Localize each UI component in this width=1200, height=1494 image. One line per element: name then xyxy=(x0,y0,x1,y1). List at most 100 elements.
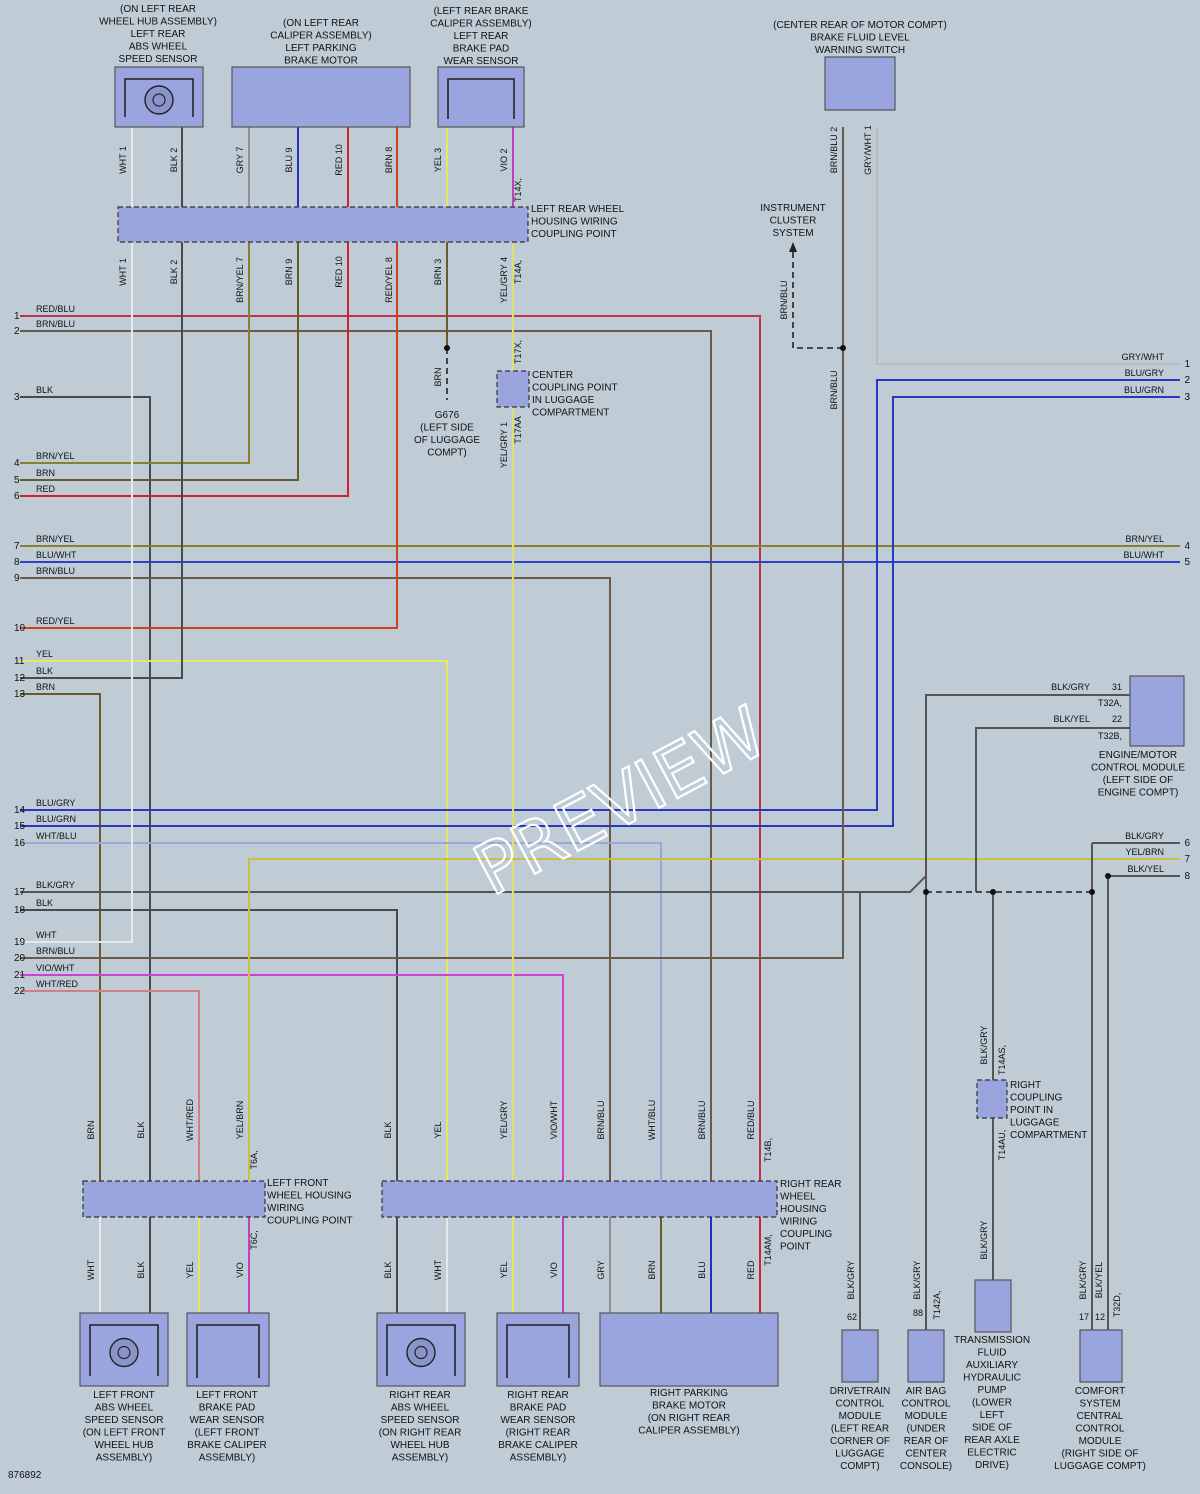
wire-label: GRY xyxy=(596,1260,606,1279)
left-pin-number: 20 xyxy=(14,953,26,964)
wire-label: BLK/YEL xyxy=(1094,1262,1104,1299)
left-pin-label: RED/YEL xyxy=(36,616,75,626)
wire-label: T14B, xyxy=(763,1138,773,1162)
connector-label: 17 xyxy=(1079,1312,1089,1322)
free-label-1: OF LUGGAGE xyxy=(414,435,480,446)
left-pin-number: 10 xyxy=(14,623,26,634)
left-pin-label: BRN xyxy=(36,468,55,478)
left-pin-label: BRN/YEL xyxy=(36,451,75,461)
component-label-trans-pump: AUXILIARY xyxy=(966,1360,1018,1371)
component-label-lr-brake-motor: (ON LEFT REAR xyxy=(283,18,359,29)
wire-label: BRN/BLU xyxy=(829,370,839,409)
coupling-label-lf-housing: COUPLING POINT xyxy=(267,1216,353,1227)
wire-label: BRN 3 xyxy=(433,259,443,286)
right-pin-number: 6 xyxy=(1184,838,1190,849)
wire-21 xyxy=(20,990,200,1181)
wire-label: RED/BLU xyxy=(746,1100,756,1139)
component-label-lr-brake-motor: LEFT PARKING xyxy=(285,43,357,54)
coupling-label-right-luggage: COUPLING xyxy=(1010,1093,1062,1104)
wire-label: YEL/GRY xyxy=(499,1101,509,1140)
coupling-label-lr-housing: COUPLING POINT xyxy=(531,229,617,240)
left-pin-label: BRN/BLU xyxy=(36,319,75,329)
free-label-0: INSTRUMENT xyxy=(760,203,826,214)
component-label-comfort: COMFORT xyxy=(1075,1386,1125,1397)
wire-label: T17X, xyxy=(513,340,523,364)
right-pin-label: BRN/YEL xyxy=(1125,534,1164,544)
component-label-lr-brake-motor: CALIPER ASSEMBLY) xyxy=(270,31,372,42)
left-pin-label: BRN/BLU xyxy=(36,566,75,576)
connector-label: T32A, xyxy=(1098,698,1122,708)
component-label-fluid-switch: WARNING SWITCH xyxy=(815,45,905,56)
free-label-0: CLUSTER xyxy=(770,216,817,227)
coupling-label-lf-housing: WIRING xyxy=(267,1203,304,1214)
wire-label: BRN/BLU xyxy=(779,280,789,319)
wire-label: GRY 7 xyxy=(235,147,245,174)
wire-label: GRY/WHT 1 xyxy=(863,125,873,175)
wire-8 xyxy=(20,577,611,1313)
wire-label: BLK xyxy=(383,1261,393,1278)
left-pin-number: 15 xyxy=(14,821,26,832)
wire-label: BLU xyxy=(697,1261,707,1279)
left-pin-number: 11 xyxy=(14,656,25,667)
wire-18 xyxy=(20,127,133,943)
wire-label: T32D, xyxy=(1112,1293,1122,1318)
coupling-rr-housing xyxy=(381,1180,778,1218)
left-pin-number: 16 xyxy=(14,838,26,849)
component-label-lr-abs: WHEEL HUB ASSEMBLY) xyxy=(99,17,217,28)
coupling-label-center-luggage: CENTER xyxy=(532,370,573,381)
left-pin-number: 2 xyxy=(14,326,20,337)
splice-dot-4 xyxy=(1089,889,1095,895)
left-pin-number: 4 xyxy=(14,458,20,469)
wire-label: BLK/GRY xyxy=(979,1221,989,1260)
wire-label: RED 10 xyxy=(334,256,344,288)
left-pin-label: WHT/RED xyxy=(36,979,78,989)
coupling-label-right-luggage: POINT IN xyxy=(1010,1105,1053,1116)
component-label-airbag: CONSOLE) xyxy=(900,1461,952,1472)
wire-label: BLK xyxy=(136,1261,146,1278)
left-pin-label: BLU/GRN xyxy=(36,814,76,824)
component-label-drivetrain: (LEFT REAR xyxy=(831,1424,889,1435)
component-label-rr-pad: BRAKE PAD xyxy=(510,1403,567,1414)
wire-label: YEL/GRY 4 xyxy=(499,257,509,303)
wire-2 xyxy=(20,396,151,1313)
component-label-trans-pump: DRIVE) xyxy=(975,1460,1009,1471)
left-pin-label: RED xyxy=(36,484,56,494)
left-pin-number: 3 xyxy=(14,392,20,403)
component-label-trans-pump: PUMP xyxy=(978,1385,1007,1396)
component-fluid-switch xyxy=(824,56,896,111)
component-label-lr-brake-motor: BRAKE MOTOR xyxy=(284,56,358,67)
wire-label: WHT xyxy=(86,1259,96,1280)
component-label-ecm: (LEFT SIDE OF xyxy=(1103,775,1173,786)
component-ecm xyxy=(1129,675,1185,747)
wire-label: BRN/BLU xyxy=(596,1100,606,1139)
component-label-trans-pump: HYDRAULIC xyxy=(963,1373,1021,1384)
component-label-lf-abs: LEFT FRONT xyxy=(93,1390,154,1401)
wire-label: T14AM, xyxy=(763,1234,773,1266)
component-label-lf-abs: (ON LEFT FRONT xyxy=(83,1428,166,1439)
coupling-label-rr-housing: RIGHT REAR xyxy=(780,1179,842,1190)
free-label-1: COMPT) xyxy=(427,448,466,459)
wire-14 xyxy=(20,396,1180,827)
component-label-lf-pad: BRAKE CALIPER xyxy=(187,1440,266,1451)
wire-label: WHT/BLU xyxy=(647,1100,657,1141)
wire-label: T17AA xyxy=(513,416,523,444)
left-pin-number: 12 xyxy=(14,673,26,684)
right-pin-label: BLU/GRN xyxy=(1124,385,1164,395)
coupling-label-lr-housing: HOUSING WIRING xyxy=(531,217,618,228)
component-label-lr-pad-sensor: CALIPER ASSEMBLY) xyxy=(430,19,532,30)
component-label-rr-abs: RIGHT REAR xyxy=(389,1390,451,1401)
wire-label: YEL xyxy=(433,1121,443,1138)
component-label-rr-abs: SPEED SENSOR xyxy=(381,1415,460,1426)
connector-label: 62 xyxy=(847,1312,857,1322)
right-pin-label: BLK/YEL xyxy=(1127,864,1164,874)
component-label-lr-abs: LEFT REAR xyxy=(131,29,186,40)
coupling-right-luggage xyxy=(976,1079,1008,1119)
left-pin-label: BLK xyxy=(36,385,53,395)
wire-label: BRN 9 xyxy=(284,259,294,286)
wire-label: BLK xyxy=(383,1121,393,1138)
wire-label: BLK/GRY xyxy=(912,1261,922,1300)
left-pin-label: BRN xyxy=(36,682,55,692)
tone-ring-icon-1 xyxy=(109,1337,139,1368)
